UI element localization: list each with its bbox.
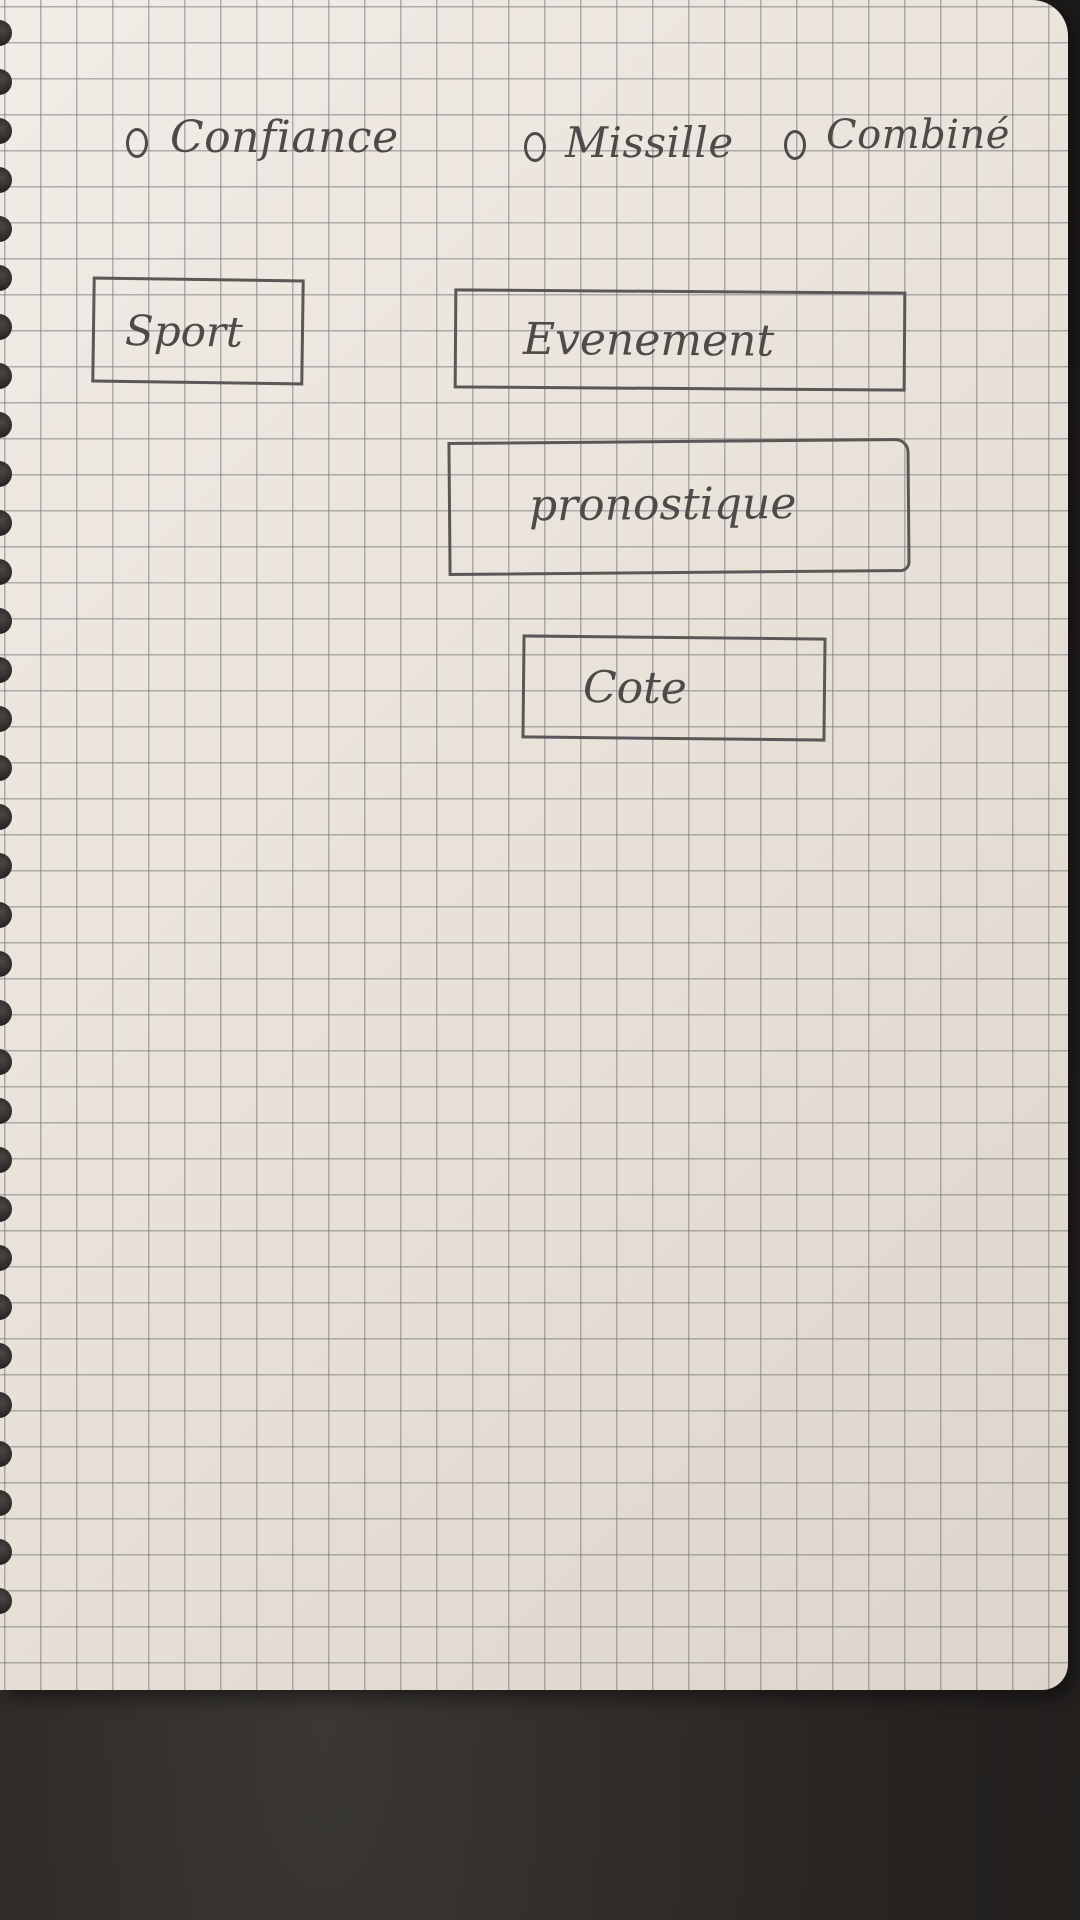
radio-confiance-label: Confiance: [170, 112, 399, 163]
spiral-hole: [0, 951, 12, 977]
spiral-hole: [0, 608, 12, 634]
spiral-hole: [0, 1098, 12, 1124]
spiral-hole: [0, 461, 12, 487]
spiral-hole: [0, 69, 12, 95]
spiral-hole: [0, 412, 12, 438]
spiral-hole: [0, 1392, 12, 1418]
spiral-hole: [0, 1539, 12, 1565]
sport-field-label: Sport: [124, 305, 244, 357]
cote-field[interactable]: Cote: [521, 634, 827, 742]
cote-field-label: Cote: [582, 662, 688, 715]
spiral-hole: [0, 804, 12, 830]
spiral-hole: [0, 1245, 12, 1271]
spiral-hole: [0, 1441, 12, 1467]
spiral-hole: [0, 1294, 12, 1320]
spiral-hole: [0, 1343, 12, 1369]
spiral-hole: [0, 167, 12, 193]
spiral-hole: [0, 314, 12, 340]
pronostique-field-label: pronostique: [528, 477, 797, 532]
spiral-hole: [0, 559, 12, 585]
sport-field[interactable]: Sport: [91, 276, 305, 386]
radio-combine-label: Combiné: [826, 112, 1010, 158]
evenement-field-label: Evenement: [522, 313, 775, 367]
spiral-hole: [0, 20, 12, 46]
evenement-field[interactable]: Evenement: [453, 288, 907, 392]
spiral-hole: [0, 902, 12, 928]
spiral-binding: [0, 20, 16, 1640]
spiral-hole: [0, 265, 12, 291]
radio-confiance[interactable]: [126, 128, 148, 158]
spiral-hole: [0, 706, 12, 732]
radio-missille[interactable]: [524, 132, 546, 162]
spiral-hole: [0, 118, 12, 144]
spiral-hole: [0, 755, 12, 781]
spiral-hole: [0, 1588, 12, 1614]
spiral-hole: [0, 1147, 12, 1173]
spiral-hole: [0, 1490, 12, 1516]
radio-missille-label: Missille: [565, 118, 734, 167]
spiral-hole: [0, 1049, 12, 1075]
spiral-hole: [0, 1196, 12, 1222]
spiral-hole: [0, 510, 12, 536]
spiral-hole: [0, 216, 12, 242]
pronostique-field[interactable]: pronostique: [447, 437, 911, 577]
spiral-hole: [0, 657, 12, 683]
notebook-page: Confiance Missille Combiné Sport Eveneme…: [0, 0, 1068, 1690]
spiral-hole: [0, 853, 12, 879]
radio-combine[interactable]: [784, 130, 806, 160]
spiral-hole: [0, 363, 12, 389]
spiral-hole: [0, 1000, 12, 1026]
